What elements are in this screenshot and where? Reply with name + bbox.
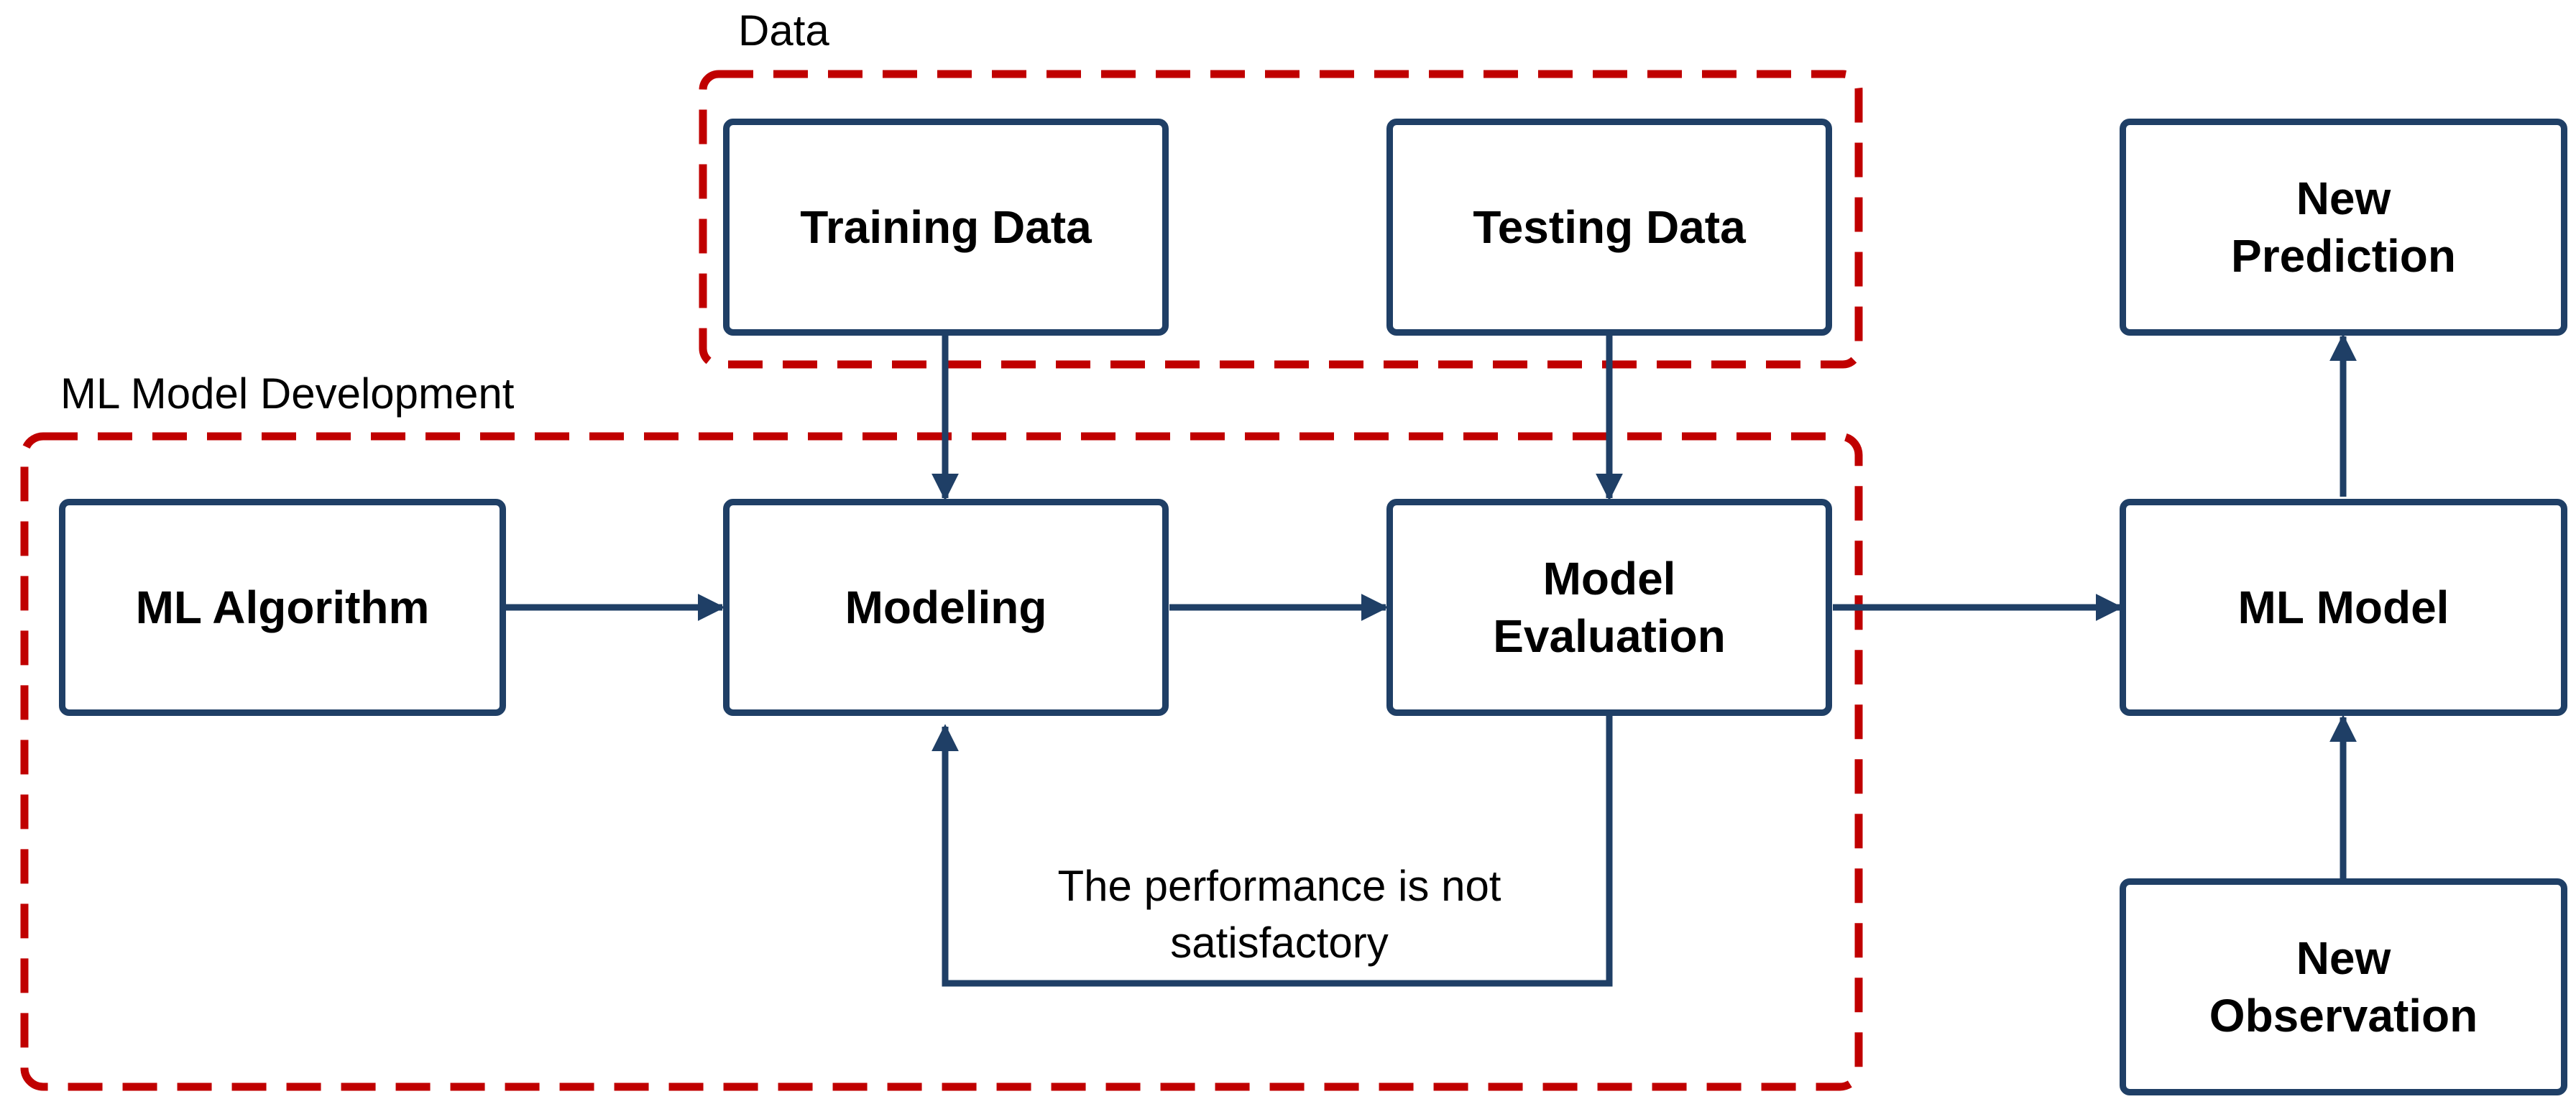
- modeling-label: Modeling: [845, 582, 1047, 633]
- ml-model-box: ML Model: [2120, 499, 2567, 716]
- model-evaluation-box: Model Evaluation: [1386, 499, 1832, 716]
- ml-model-label: ML Model: [2237, 582, 2450, 633]
- new-observation-box: New Observation: [2120, 878, 2567, 1095]
- arrow-feedback-loop: [932, 716, 1613, 987]
- new-prediction-label: New Prediction: [2231, 173, 2456, 282]
- testing-data-label: Testing Data: [1473, 201, 1746, 253]
- feedback-loop-label: The performance is not satisfactory: [1057, 862, 1501, 967]
- new-observation-label: New Observation: [2209, 932, 2478, 1042]
- modeling-box: Modeling: [723, 499, 1169, 716]
- new-prediction-box: New Prediction: [2120, 119, 2567, 336]
- data-group-border: [699, 70, 1863, 369]
- ml-algorithm-box: ML Algorithm: [59, 499, 506, 716]
- development-group-label: ML Model Development: [60, 369, 515, 418]
- training-data-label: Training Data: [800, 201, 1092, 253]
- model-evaluation-label: Model Evaluation: [1493, 553, 1726, 662]
- training-data-box: Training Data: [723, 119, 1169, 336]
- testing-data-box: Testing Data: [1386, 119, 1832, 336]
- ml-algorithm-label: ML Algorithm: [135, 582, 430, 633]
- data-group-label: Data: [738, 6, 829, 55]
- development-group-border: [20, 432, 1863, 1091]
